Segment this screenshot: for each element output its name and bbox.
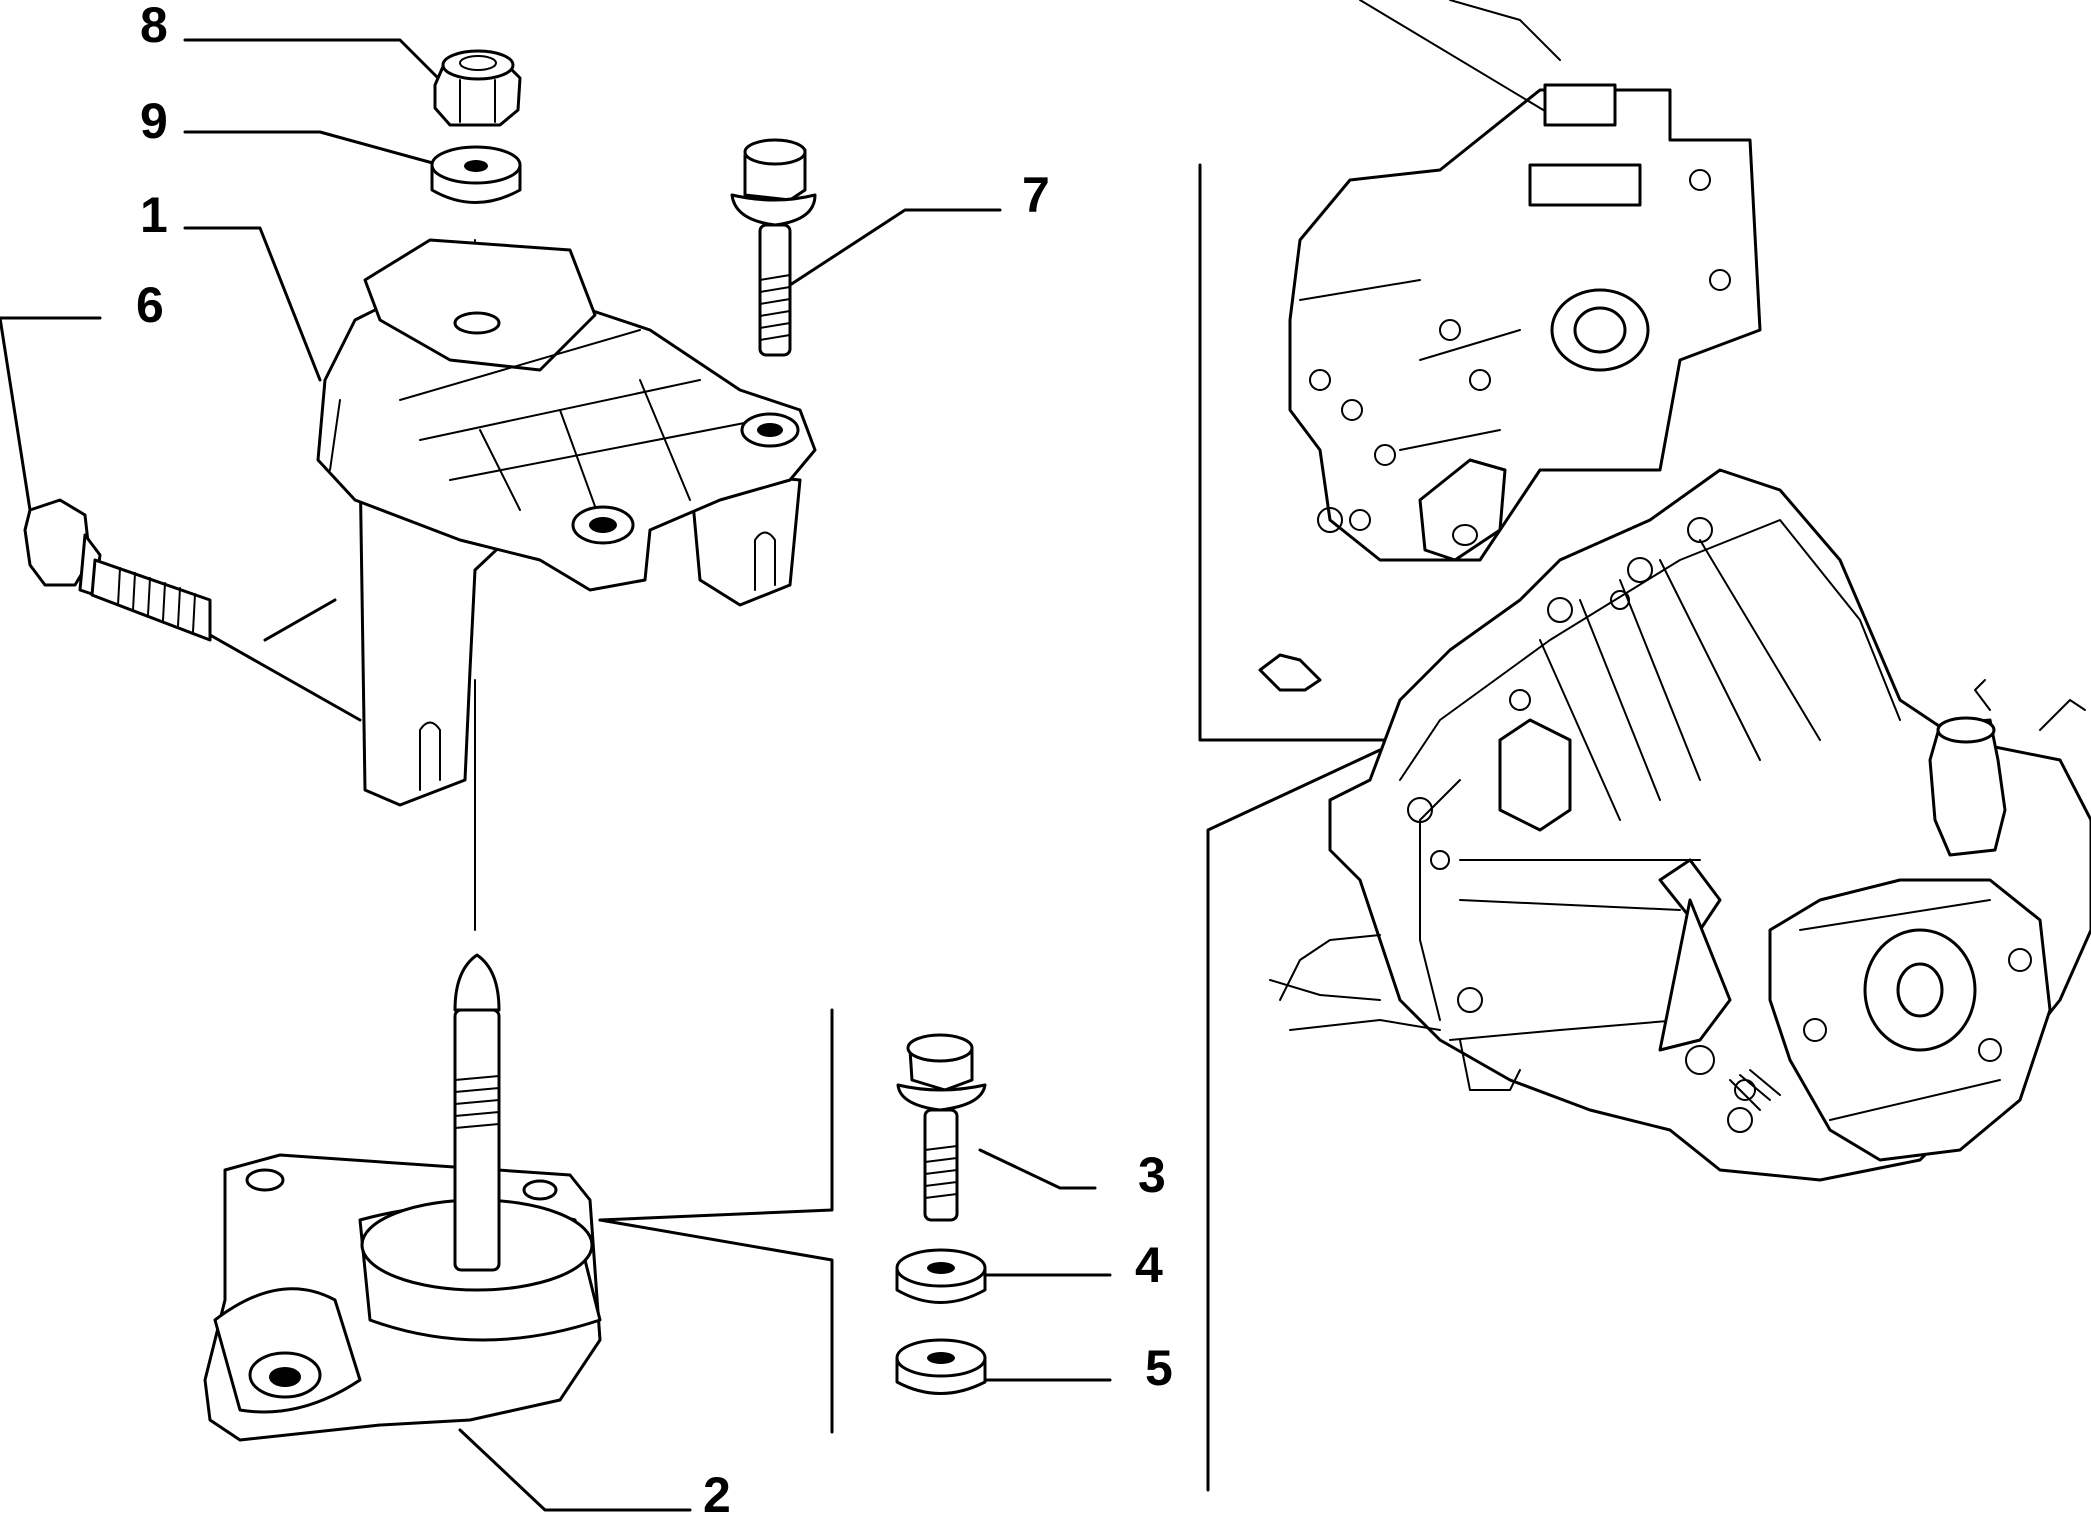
bracket-lower [598, 1218, 834, 1434]
leader-line-3 [978, 1148, 1097, 1190]
bracket-upper [598, 1008, 834, 1222]
bolt-part-3 [896, 1033, 987, 1222]
washer-part-4 [895, 1248, 987, 1304]
nut-part-8 [433, 49, 522, 127]
leader-line-8 [183, 38, 457, 97]
callout-5: 5 [1145, 1340, 1173, 1396]
bolt-part-7 [730, 138, 817, 357]
leader-lines [0, 38, 1452, 1512]
leader-line-1 [183, 226, 322, 382]
callout-8: 8 [140, 0, 168, 53]
leader-line-6-tip [208, 633, 362, 722]
callout-7: 7 [1022, 167, 1050, 223]
engine-gearbox-assembly [1258, 0, 2091, 1182]
callout-labels: 8 9 1 6 7 3 4 5 2 [136, 0, 1173, 1515]
bolt-part-6 [23, 498, 212, 642]
mount-bracket-part-1 [316, 238, 817, 807]
callout-1: 1 [140, 187, 168, 243]
leader-line-6-join [263, 598, 337, 642]
bracket-right-lower [1206, 748, 1382, 1492]
callout-2: 2 [703, 1467, 731, 1515]
leader-line-6-side [0, 316, 32, 512]
engine-mount-part-2 [203, 953, 602, 1442]
callout-4: 4 [1135, 1237, 1163, 1293]
leader-line-2 [458, 1428, 692, 1512]
leader-line-7 [788, 208, 1002, 287]
callout-3: 3 [1138, 1147, 1166, 1203]
washer-part-5 [895, 1338, 987, 1395]
leader-line-9 [183, 130, 442, 167]
callout-6: 6 [136, 277, 164, 333]
washer-part-9 [430, 145, 522, 204]
callout-9: 9 [140, 93, 168, 149]
